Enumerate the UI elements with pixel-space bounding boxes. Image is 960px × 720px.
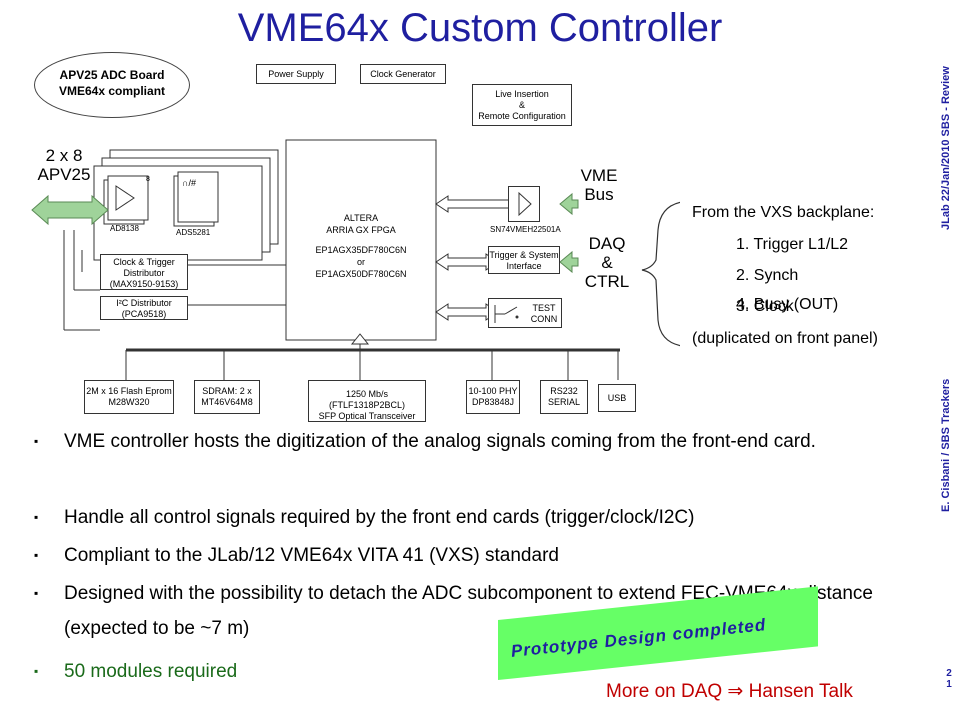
daq-line-3: CTRL [584, 272, 630, 291]
test-conn-line-2: CONN [530, 314, 558, 324]
adc-symbol: ∩/# [182, 178, 196, 188]
bullet-marker: ▪ [34, 548, 39, 562]
fpga-line-3: EP1AGX35DF780C6N [315, 245, 407, 255]
flash-eprom-box: 2M x 16 Flash Eprom M28W320 [84, 380, 174, 414]
side-footer-date: JLab 22/Jan/2010 SBS - Review [938, 30, 958, 240]
buffer-count-label: 8 [146, 176, 150, 183]
clock-trigger-distributor-box: Clock & Trigger Distributor (MAX9150-915… [100, 254, 188, 290]
vxs-footer: (duplicated on front panel) [692, 330, 878, 347]
sdram-line-1: SDRAM: 2 x [202, 386, 252, 396]
clock-generator-label: Clock Generator [370, 69, 436, 79]
sfp-line-1: 1250 Mb/s (FTLF1318P2BCL) [328, 389, 406, 410]
rs232-line-2: SERIAL [547, 397, 580, 407]
clock-dist-line-2: Distributor [123, 268, 165, 278]
bullet-item: ▪ Handle all control signals required by… [34, 500, 914, 535]
vme-transceiver-label: SN74VMEH22501A [490, 225, 561, 234]
bullet-text: 50 modules required [64, 661, 238, 682]
side-footer-date-text: JLab 22/Jan/2010 SBS - Review [940, 66, 952, 230]
i2c-line-2: (PCA9518) [121, 309, 167, 319]
live-insertion-box: Live Insertion & Remote Configuration [472, 84, 572, 126]
side-footer-author-text: E. Cisbani / SBS Trackers [940, 378, 952, 512]
flash-line-1: 2M x 16 Flash Eprom [86, 386, 172, 396]
daq-line-1: DAQ [588, 234, 626, 253]
clock-dist-line-1: Clock & Trigger [113, 257, 175, 267]
page-number-digit-2: 1 [946, 679, 952, 690]
live-insertion-line-3: Remote Configuration [478, 111, 566, 121]
vxs-item: 1. Trigger L1/L2 [736, 236, 849, 253]
side-footer-author: E. Cisbani / SBS Trackers [938, 340, 958, 520]
rs232-line-1: RS232 [550, 386, 578, 396]
ads5281-label: ADS5281 [176, 228, 211, 237]
switch-icon [494, 305, 519, 323]
phy-box: 10-100 PHY DP83848J [466, 380, 520, 414]
daq-line-2: & [601, 253, 613, 272]
power-supply-label: Power Supply [268, 69, 324, 79]
rs232-box: RS232 SERIAL [540, 380, 588, 414]
bullet-item: ▪ Compliant to the JLab/12 VME64x VITA 4… [34, 538, 914, 573]
bullet-text: VME controller hosts the digitization of… [64, 431, 816, 452]
sfp-line-2: SFP Optical Transceiver [318, 411, 416, 421]
prototype-banner: Prototype Design completed [498, 586, 818, 680]
fpga-line-1: ALTERA [343, 213, 379, 223]
bullet-text: Designed with the possibility to detach … [64, 583, 873, 639]
adc-board-ellipse: APV25 ADC Board VME64x compliant [34, 52, 190, 118]
vxs-header: From the VXS backplane: [692, 204, 875, 221]
test-conn-line-1: TEST [532, 303, 556, 313]
sfp-transceiver-box: 1250 Mb/s (FTLF1318P2BCL) SFP Optical Tr… [308, 380, 426, 422]
diagram-connections [31, 139, 680, 380]
transceiver-icon [518, 191, 532, 217]
i2c-distributor-box: I²C Distributor (PCA9518) [100, 296, 188, 320]
fpga-label: ALTERA ARRIA GX FPGA EP1AGX35DF780C6N or… [286, 212, 436, 280]
i2c-line-1: I²C Distributor [116, 298, 172, 308]
apv25-label: 2 x 8 APV25 [34, 146, 94, 184]
daq-ctrl-label: DAQ & CTRL [582, 234, 632, 291]
slide-title: VME64x Custom Controller [237, 6, 723, 50]
live-insertion-line-1: Live Insertion [495, 89, 549, 99]
vme-bus-line-2: Bus [584, 185, 614, 204]
more-on-daq-note: More on DAQ ⇒ Hansen Talk [606, 681, 853, 702]
bullet-item: ▪ 50 modules required [34, 654, 914, 689]
vxs-item: 4. Busy (OUT) [736, 296, 839, 313]
bullet-text: Handle all control signals required by t… [64, 507, 695, 528]
bullet-item: ▪ Designed with the possibility to detac… [34, 576, 914, 646]
bullet-text: Compliant to the JLab/12 VME64x VITA 41 … [64, 545, 559, 566]
fpga-line-5: EP1AGX50DF780C6N [315, 269, 407, 279]
fpga-line-4: or [356, 257, 365, 267]
ellipse-line-1: APV25 ADC Board [59, 68, 165, 82]
vme-transceiver-box [508, 186, 540, 222]
apv25-label-line-1: 2 x 8 [45, 146, 83, 165]
vme-bus-label: VME Bus [574, 166, 624, 204]
bullet-marker: ▪ [34, 434, 39, 448]
power-supply-box: Power Supply [256, 64, 336, 84]
fpga-line-2: ARRIA GX FPGA [326, 225, 396, 235]
trigger-iface-line-2: Interface [506, 261, 542, 271]
vxs-item: 2. Synch [736, 267, 799, 284]
bullet-marker: ▪ [34, 664, 39, 678]
page-number-digit-1: 2 [946, 668, 952, 679]
vxs-item: 3. Clock [736, 298, 794, 315]
sdram-line-2: MT46V64M8 [201, 397, 253, 407]
page-number: 2 1 [944, 668, 954, 690]
test-conn-box: TEST CONN [488, 298, 562, 328]
ellipse-line-2: VME64x compliant [58, 84, 166, 98]
trigger-interface-box: Trigger & System Interface [488, 246, 560, 274]
block-diagram: APV25 ADC Board VME64x compliant Power S… [30, 50, 680, 430]
clock-generator-box: Clock Generator [360, 64, 446, 84]
clock-dist-line-3: (MAX9150-9153) [109, 279, 179, 289]
bullet-marker: ▪ [34, 586, 39, 600]
bullet-marker: ▪ [34, 510, 39, 524]
sdram-box: SDRAM: 2 x MT46V64M8 [194, 380, 260, 414]
apv25-label-line-2: APV25 [37, 165, 91, 184]
live-insertion-line-2: & [518, 100, 525, 110]
vme-bus-line-1: VME [580, 166, 618, 185]
phy-line-1: 10-100 PHY [468, 386, 518, 396]
trigger-iface-line-1: Trigger & System [489, 250, 559, 260]
phy-line-2: DP83848J [471, 397, 515, 407]
bullet-item: ▪ VME controller hosts the digitization … [34, 424, 914, 459]
ad8138-label: AD8138 [110, 224, 139, 233]
flash-line-2: M28W320 [108, 397, 150, 407]
usb-box: USB [598, 384, 636, 412]
usb-label: USB [607, 393, 627, 403]
